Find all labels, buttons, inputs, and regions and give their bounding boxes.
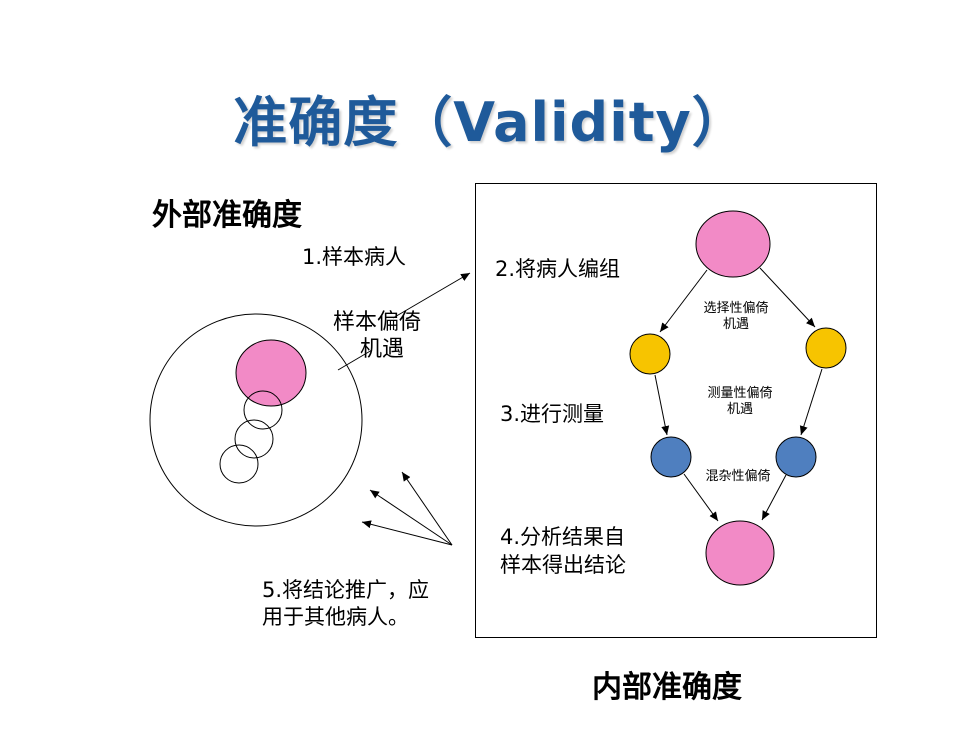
sample-bias-label-line1: 样本偏倚 — [333, 310, 422, 335]
generalize-arrow-2 — [369, 489, 453, 546]
sample-bias-pointer — [337, 349, 373, 371]
step2-label: 2.将病人编组 — [495, 257, 621, 281]
group-b-node — [805, 327, 847, 369]
generalize-arrow-3 — [361, 520, 453, 546]
internal-validity-heading: 内部准确度 — [592, 670, 742, 705]
step5-label-line1: 5.将结论推广，应 — [262, 578, 430, 602]
small-circle-1 — [243, 390, 283, 430]
arrow-to-group-b — [759, 267, 816, 328]
internal-validity-box — [475, 183, 877, 638]
step4-label-line2: 样本得出结论 — [500, 553, 626, 577]
external-validity-heading: 外部准确度 — [152, 198, 302, 233]
measurement-bias-line2: 机遇 — [726, 402, 753, 417]
arrow-to-measured-b — [799, 368, 823, 436]
small-circle-2 — [234, 419, 274, 459]
selection-bias-line2: 机遇 — [722, 317, 749, 332]
arrow-to-measured-a — [654, 374, 670, 436]
step1-label: 1.样本病人 — [302, 245, 407, 269]
step3-label: 3.进行测量 — [500, 402, 605, 426]
arrow-a-to-conclusion — [683, 473, 719, 522]
step5-label-line2: 用于其他病人。 — [262, 605, 409, 629]
measurement-bias-line1: 测量性偏倚 — [707, 386, 773, 401]
arrow-b-to-conclusion — [761, 474, 787, 521]
group-a-node — [629, 333, 671, 375]
small-circle-3 — [219, 444, 259, 484]
measured-b-node — [775, 436, 817, 478]
selection-bias-line1: 选择性偏倚 — [703, 301, 769, 316]
step4-label-line1: 4.分析结果自 — [500, 525, 626, 549]
confounding-bias-label: 混杂性偏倚 — [705, 469, 771, 484]
conclusion-node — [705, 520, 775, 586]
generalize-arrow-1 — [401, 471, 453, 546]
grouped-patients-node — [695, 210, 771, 278]
measured-a-node — [650, 436, 692, 478]
sample-circle — [235, 339, 307, 407]
sample-bias-label-line2: 机遇 — [360, 337, 405, 362]
page-title: 准确度（Validity） — [233, 91, 747, 154]
arrow-to-grouping — [392, 272, 471, 319]
arrow-to-group-a — [659, 269, 708, 333]
